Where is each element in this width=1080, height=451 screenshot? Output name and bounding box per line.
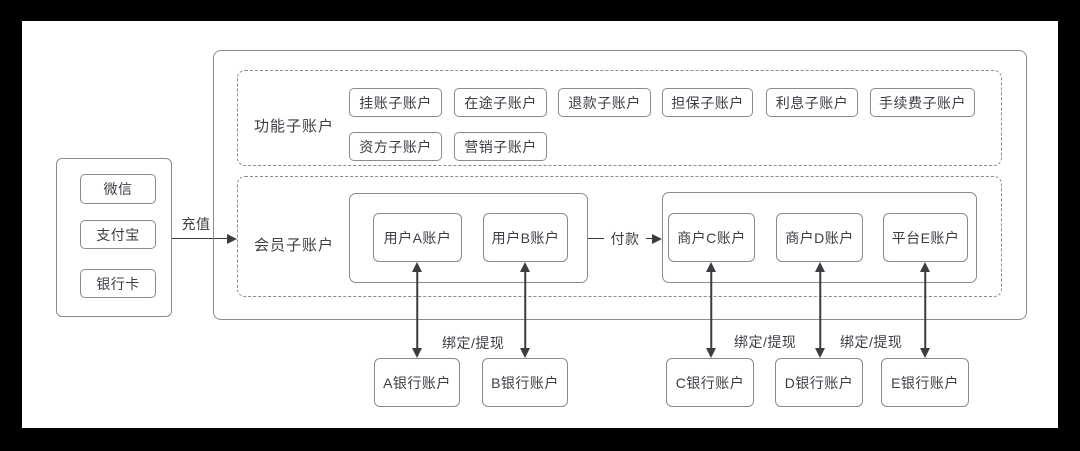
pay-arrowhead-icon (652, 233, 662, 244)
user-accounts-container (349, 193, 588, 283)
bind-withdraw-label-1: 绑定/提现 (442, 335, 505, 351)
node-bank-account-a: A银行账户 (374, 358, 460, 407)
node-fee-subaccount: 手续费子账户 (870, 88, 975, 117)
diagram-canvas: 微信 支付宝 银行卡 充值 功能子账户 挂账子账户 在途子账户 退款子账户 担保… (22, 21, 1058, 428)
function-group-label: 功能子账户 (254, 118, 335, 135)
node-bank-card: 银行卡 (80, 269, 156, 298)
bind-arrow-c (705, 262, 717, 358)
node-refund-subaccount: 退款子账户 (558, 88, 651, 117)
node-merchant-d-account: 商户D账户 (776, 213, 863, 262)
recharge-arrow-line (172, 237, 229, 239)
node-pending-subaccount: 挂账子账户 (349, 88, 442, 117)
member-subaccount-group (237, 176, 1002, 297)
bind-withdraw-label-3: 绑定/提现 (840, 334, 903, 350)
node-user-a-account: 用户A账户 (373, 213, 462, 262)
node-bank-account-e: E银行账户 (881, 358, 969, 407)
function-subaccount-group (237, 70, 1002, 166)
bind-arrow-d (814, 262, 826, 358)
node-bank-account-b: B银行账户 (482, 358, 568, 407)
node-user-b-account: 用户B账户 (483, 213, 568, 262)
node-bank-account-d: D银行账户 (775, 358, 863, 407)
bind-arrow-a (411, 262, 423, 358)
bind-arrow-b (519, 262, 531, 358)
recharge-arrowhead-icon (227, 233, 237, 244)
node-interest-subaccount: 利息子账户 (766, 88, 858, 117)
node-wechat: 微信 (80, 174, 156, 204)
node-bank-account-c: C银行账户 (666, 358, 754, 407)
node-merchant-c-account: 商户C账户 (668, 213, 755, 262)
platform-account-container (213, 50, 1027, 320)
member-group-label: 会员子账户 (254, 237, 335, 254)
bind-arrow-e (919, 262, 931, 358)
recharge-arrow-label: 充值 (181, 216, 211, 232)
node-marketing-subaccount: 营销子账户 (454, 132, 547, 161)
pay-arrow-label: 付款 (604, 229, 646, 249)
node-guarantee-subaccount: 担保子账户 (662, 88, 753, 117)
node-platform-e-account: 平台E账户 (883, 213, 968, 262)
bind-withdraw-label-2: 绑定/提现 (734, 334, 797, 350)
payment-channels-panel: 微信 支付宝 银行卡 (56, 158, 172, 317)
node-alipay: 支付宝 (80, 220, 156, 249)
node-funder-subaccount: 资方子账户 (349, 132, 442, 161)
node-intransit-subaccount: 在途子账户 (454, 88, 547, 117)
